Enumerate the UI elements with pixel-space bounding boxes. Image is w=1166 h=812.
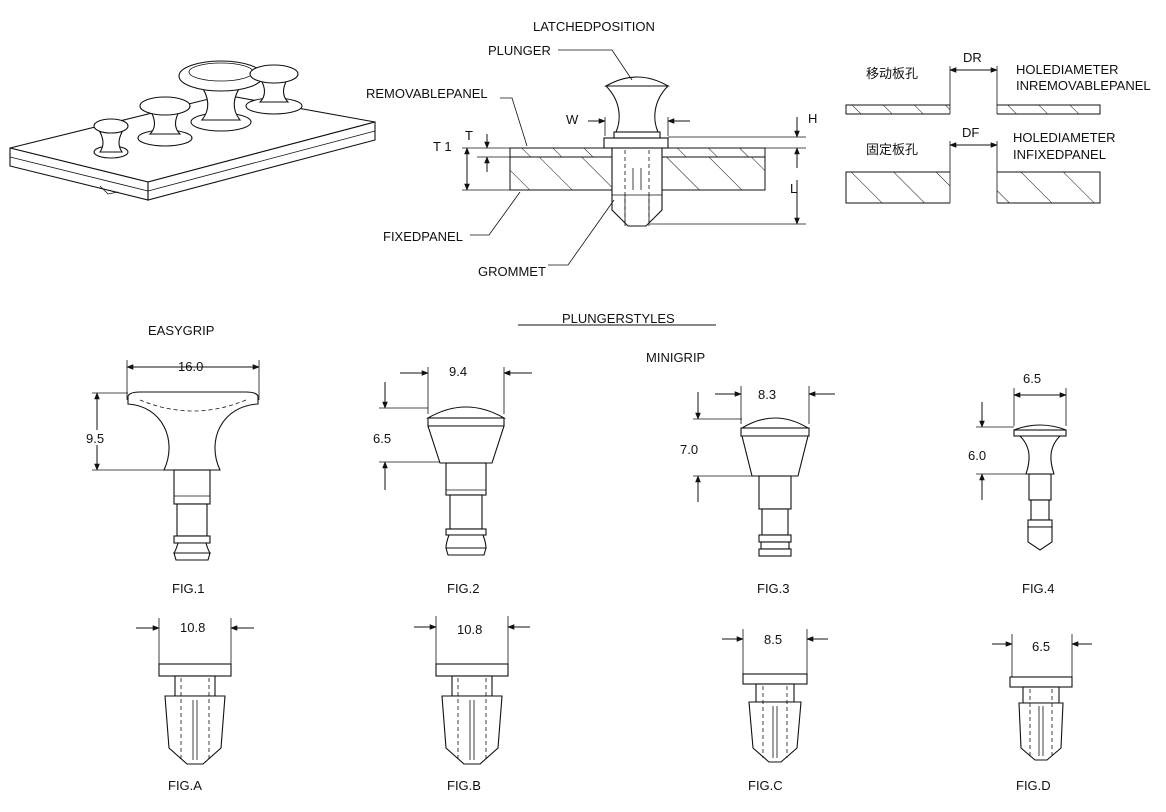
grommet-fig-b [414,616,530,765]
figc-width: 8.5 [764,632,782,647]
removable-hole-label-2: INREMOVABLEPANEL [1016,78,1151,93]
figb-label: FIG.B [447,778,481,793]
easygrip-label: EASYGRIP [148,323,214,338]
grommet-label: GROMMET [478,264,546,279]
fig4-label: FIG.4 [1022,581,1055,596]
df-label: DF [962,125,979,140]
plunger-fig-3 [693,386,835,557]
hole-diagrams [845,66,1101,204]
fig1-height: 9.5 [86,431,104,446]
figb-width: 10.8 [457,622,482,637]
fixed-hole-label-1: HOLEDIAMETER [1013,130,1116,145]
fig2-width: 9.4 [449,364,467,379]
fig2-height: 6.5 [373,431,391,446]
fig3-width: 8.3 [758,387,776,402]
fig1-width: 16.0 [178,359,203,374]
dim-h-label: H [808,111,817,126]
grommet-fig-a [136,618,254,765]
grommet-fig-c [722,629,828,763]
fixed-hole-label-2: INFIXEDPANEL [1013,147,1106,162]
fixed-hole-cn-label: 固定板孔 [866,143,918,158]
dim-t1-label: T 1 [433,139,452,154]
figa-label: FIG.A [168,778,202,793]
assembly-section [462,49,806,266]
fig3-label: FIG.3 [757,581,790,596]
removable-panel-label: REMOVABLEPANEL [366,86,488,101]
dim-l-label: L [790,181,797,196]
figa-width: 10.8 [180,620,205,635]
plunger-fig-4 [976,388,1067,551]
minigrip-label: MINIGRIP [646,350,705,365]
grommet-fig-d [992,634,1092,761]
dim-t-label: T [465,128,473,143]
isometric-panel-illustration [9,60,376,201]
plunger-label: PLUNGER [488,43,551,58]
dim-w-label: W [566,112,579,127]
fig3-height: 7.0 [680,442,698,457]
removable-hole-label-1: HOLEDIAMETER [1016,62,1119,77]
fig4-width: 6.5 [1023,371,1041,386]
plunger-fig-2 [379,367,532,556]
figd-width: 6.5 [1032,639,1050,654]
fig4-height: 6.0 [968,448,986,463]
plunger-fig-1 [92,360,260,561]
fig2-label: FIG.2 [447,581,480,596]
fig1-label: FIG.1 [172,581,205,596]
plunger-styles-title: PLUNGERSTYLES [562,311,675,326]
dr-label: DR [963,50,982,65]
fixed-panel-label: FIXEDPANEL [383,229,463,244]
removable-hole-cn-label: 移动板孔 [866,67,918,82]
latched-position-label: LATCHEDPOSITION [533,19,655,34]
figd-label: FIG.D [1016,778,1051,793]
figc-label: FIG.C [748,778,783,793]
